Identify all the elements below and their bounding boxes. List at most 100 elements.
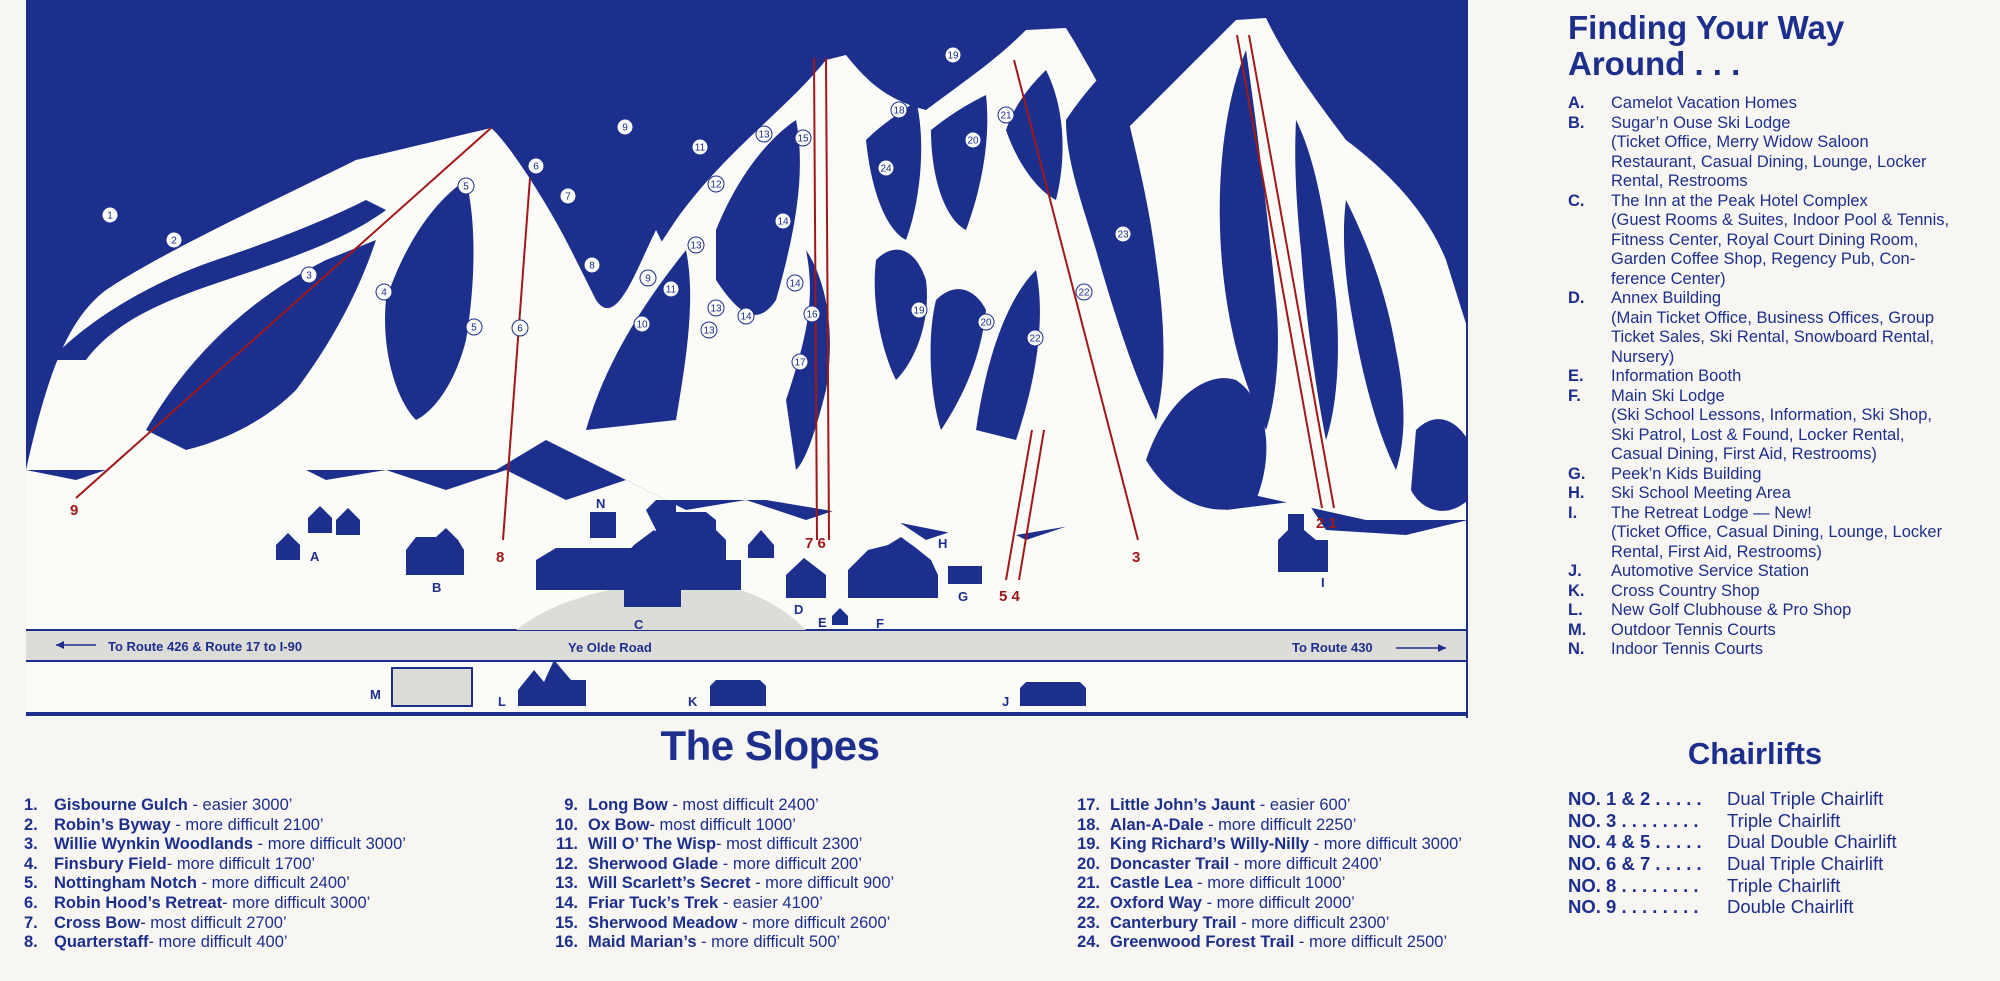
slope-row: 22.Oxford Way - more difficult 2000’ [1060,894,1462,914]
svg-text:10: 10 [636,320,648,331]
legend-text: Restaurant, Casual Dining, Lounge, Locke… [1611,152,1927,171]
ski-slopes [26,18,1468,540]
chairlift-type: Dual Triple Chairlift [1727,788,1884,809]
legend-item: (Ticket Office, Casual Dining, Lounge, L… [1568,523,1988,543]
legend-text: Indoor Tennis Courts [1611,640,1763,658]
legend-key [1568,328,1611,348]
slope-name: Canterbury Trail [1110,913,1237,932]
slope-name: Long Bow [588,796,668,814]
slope-number: 13. [555,874,578,893]
trail-marker: 4 [375,283,393,301]
slopes-column-1: 1.Gisbourne Gulch - easier 3000’2.Robin’… [24,796,406,953]
legend-item: C.The Inn at the Peak Hotel Complex [1568,192,1988,212]
svg-text:12: 12 [710,180,722,191]
chairlift-number: NO. 9 . . . . . . . . [1568,896,1699,918]
trail-marker: 5 [457,177,475,195]
slope-number: 10. [555,815,578,834]
slope-row: 18.Alan-A-Dale - more difficult 2250’ [1060,816,1462,836]
legend-text: (Guest Rooms & Suites, Indoor Pool & Ten… [1611,211,1950,229]
chairlifts-list: NO. 1 & 2 . . . . . Dual Triple Chairlift… [1568,788,1897,918]
legend-key [1568,445,1611,465]
legend-key [1568,309,1611,329]
legend-item: E.Information Booth [1568,367,1988,387]
lift-label-5-4: 5 4 [999,588,1021,605]
chairlift-row: NO. 9 . . . . . . . .Double Chairlift [1568,896,1897,918]
slope-number: 17. [1077,796,1100,814]
legend-key [1568,153,1611,173]
chairlift-lines [75,34,1335,581]
slope-name: Will Scarlett’s Secret [588,874,751,893]
legend-text: (Ticket Office, Merry Widow Saloon [1611,133,1869,151]
svg-text:22: 22 [1078,288,1090,299]
trail-marker: 1 [101,206,119,224]
legend-text: The Inn at the Peak Hotel Complex [1611,191,1868,210]
legend-item: Ski Patrol, Lost & Found, Locker Rental, [1568,426,1988,446]
slope-description: - more difficult 2300’ [1236,913,1390,932]
legend-text: Annex Building [1611,289,1722,307]
legend-key [1568,543,1611,563]
slope-number: 12. [555,854,578,873]
svg-text:13: 13 [758,130,770,141]
trail-marker: 20 [977,313,995,331]
building-label-a: A [310,549,320,564]
legend-key [1568,172,1611,192]
legend-text: Peek’n Kids Building [1611,464,1762,483]
slope-name: Little John’s Jaunt [1110,796,1256,814]
slope-description: - more difficult 2100’ [170,815,324,834]
legend-key [1568,133,1611,153]
slope-number: 3. [24,835,38,854]
svg-text:5: 5 [463,182,469,193]
legend-text: Camelot Vacation Homes [1611,94,1797,112]
chairlift-row: NO. 8 . . . . . . . .Triple Chairlift [1568,875,1897,897]
trail-marker: 19 [944,46,962,64]
chairlift-number: NO. 1 & 2 . . . . . [1568,788,1702,809]
slope-number: 7. [24,913,38,932]
legend-text: Ski School Meeting Area [1611,484,1791,502]
slope-row: 10.Ox Bow- most difficult 1000’ [538,816,894,836]
legend-text: Information Booth [1611,367,1742,385]
slope-name: Will O’ The Wisp [588,835,717,854]
building-label-n: N [596,496,605,511]
legend-text: Ticket Sales, Ski Rental, Snowboard Rent… [1611,328,1935,346]
slope-description: - more difficult 400’ [148,933,288,952]
legend-title-line-1: Finding Your Way [1568,9,1845,46]
svg-text:14: 14 [777,217,789,228]
legend-item: Ticket Sales, Ski Rental, Snowboard Rent… [1568,328,1988,348]
slope-number: 18. [1077,815,1100,834]
trail-marker: 13 [687,236,705,254]
slope-description: - more difficult 2250’ [1203,815,1357,834]
slope-name: Oxford Way [1110,893,1202,912]
slope-number: 16. [555,933,578,952]
chairlift-type: Triple Chairlift [1727,874,1841,896]
slope-name: Quarterstaff [54,933,149,952]
slopes-column-3: 17.Little John’s Jaunt - easier 600’18.A… [1060,796,1462,953]
trail-marker: 17 [791,353,809,371]
trail-marker: 15 [794,129,812,147]
legend-item: (Ticket Office, Merry Widow Saloon [1568,133,1988,153]
svg-text:20: 20 [967,136,979,147]
slope-number: 15. [555,913,578,932]
building-label-l: L [498,694,506,709]
building-label-k: K [688,694,698,709]
svg-text:23: 23 [1117,230,1129,241]
svg-text:9: 9 [622,123,628,134]
slope-description: - more difficult 1000’ [1192,874,1346,893]
slope-name: Robin Hood’s Retreat [54,893,223,912]
legend-item: Rental, Restrooms [1568,172,1988,192]
trail-marker: 13 [700,321,718,339]
slope-number: 4. [24,854,38,873]
trail-marker: 2 [165,231,183,249]
slope-name: Cross Bow [54,913,141,932]
slope-number: 21. [1077,874,1100,893]
trail-marker: 12 [707,175,725,193]
slope-row: 17.Little John’s Jaunt - easier 600’ [1060,796,1462,816]
svg-text:17: 17 [794,358,806,369]
svg-text:21: 21 [1000,111,1012,122]
slope-row: 13.Will Scarlett’s Secret - more difficu… [538,874,894,894]
legend-key [1568,270,1611,290]
legend-text: Rental, Restrooms [1611,172,1748,190]
road-label-left: To Route 426 & Route 17 to I-90 [108,639,302,654]
slope-description: - easier 4100’ [718,893,823,912]
buildings [276,500,1328,707]
